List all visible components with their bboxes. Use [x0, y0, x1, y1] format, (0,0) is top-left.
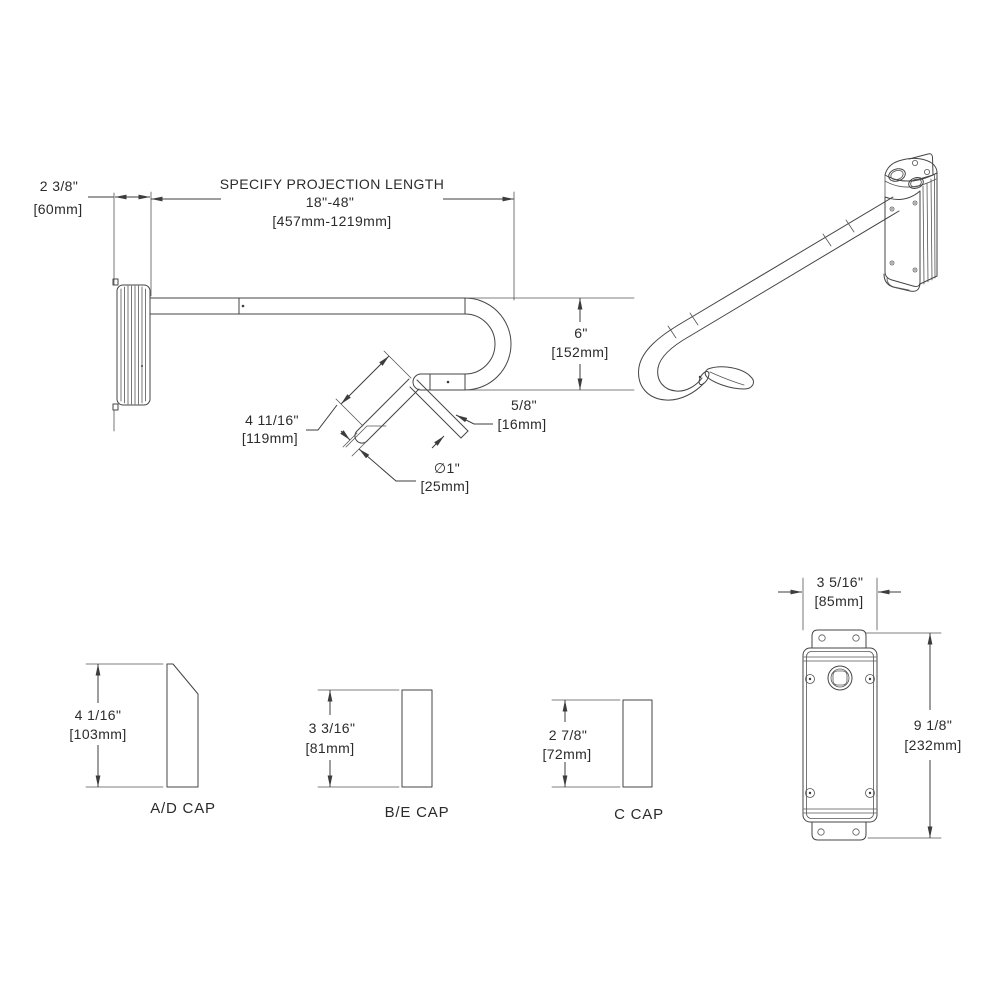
dim-wall-depth-mm: [60mm] [33, 201, 82, 217]
dim-diameter-mm: [25mm] [420, 478, 469, 494]
cap-ad-mm: [103mm] [69, 726, 126, 742]
cap-be-inch: 3 3/16" [309, 720, 356, 736]
dim-projection-mm: [457mm-1219mm] [272, 213, 391, 229]
dim-projection: SPECIFY PROJECTION LENGTH 18"-48" [457mm… [150, 176, 515, 301]
dim-thickness-mm: [16mm] [497, 416, 546, 432]
dim-drop-mm: [152mm] [551, 344, 608, 360]
dim-projection-inch: 18"-48" [306, 194, 355, 210]
dim-plate-height: 9 1/8" [232mm] [865, 632, 961, 839]
iso-bracket [883, 153, 938, 292]
lever-detail [342, 378, 469, 457]
dim-drop-inch: 6" [574, 325, 588, 341]
cap-ad: 4 1/16" [103mm] A/D CAP [69, 663, 216, 817]
dim-thickness-inch: 5/8" [511, 397, 537, 413]
side-view: 2 3/8" [60mm] SPECIFY PROJECTION LENGTH … [33, 176, 635, 494]
cap-be-label: B/E CAP [385, 804, 450, 821]
dim-wall-depth: 2 3/8" [60mm] [33, 178, 150, 217]
grab-bar-side [149, 297, 512, 391]
cap-c-mm: [72mm] [542, 746, 591, 762]
dim-tube-diameter: ∅1" [25mm] [340, 430, 469, 494]
dim-lever-length-mm: [119mm] [242, 430, 298, 446]
dim-lever-thickness: 5/8" [16mm] [431, 397, 546, 449]
plate-height-inch: 9 1/8" [914, 717, 953, 733]
iso-tube [638, 196, 900, 401]
cap-be-mm: [81mm] [305, 740, 354, 756]
cap-c: 2 7/8" [72mm] C CAP [542, 699, 664, 823]
cap-profiles: 4 1/16" [103mm] A/D CAP 3 3/16" [81mm] B… [69, 663, 664, 823]
cap-ad-label: A/D CAP [150, 800, 216, 817]
mounting-plate-view: 3 5/16" [85mm] 9 1/8" [232mm] [778, 574, 961, 841]
wall-bracket-side [112, 192, 151, 432]
cap-be: 3 3/16" [81mm] B/E CAP [305, 689, 450, 821]
isometric-view [638, 153, 938, 401]
dim-plate-width: 3 5/16" [85mm] [778, 574, 901, 631]
cap-ad-inch: 4 1/16" [75, 707, 122, 723]
dim-lever-length-inch: 4 11/16" [245, 412, 299, 428]
dim-projection-title: SPECIFY PROJECTION LENGTH [220, 176, 444, 192]
iso-paddle-lever [704, 366, 754, 390]
dim-diameter-inch: ∅1" [434, 460, 460, 476]
plate-width-inch: 3 5/16" [817, 574, 864, 590]
dim-lever-length: 4 11/16" [119mm] [242, 350, 412, 446]
dim-wall-depth-inch: 2 3/8" [40, 178, 79, 194]
plate-width-mm: [85mm] [814, 593, 863, 609]
cap-c-label: C CAP [614, 806, 664, 823]
cap-c-inch: 2 7/8" [549, 727, 588, 743]
plate-height-mm: [232mm] [904, 737, 961, 753]
dim-drop-height: 6" [152mm] [467, 297, 635, 391]
